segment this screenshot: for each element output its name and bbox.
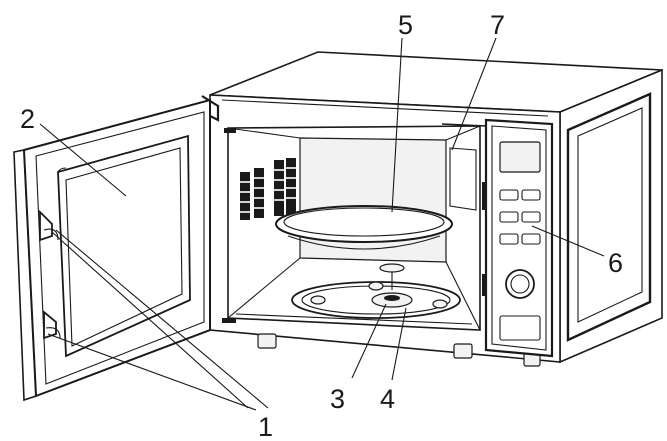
callout-3: 3 <box>330 384 345 414</box>
turntable-coupler <box>371 263 413 308</box>
cabinet-feet <box>257 333 541 367</box>
side-vent-panel <box>566 92 652 342</box>
callout-2: 2 <box>20 104 35 134</box>
callout-labels: 1 2 3 4 5 6 7 <box>20 10 623 441</box>
door <box>13 98 211 402</box>
door-latches <box>39 209 61 340</box>
callout-5: 5 <box>398 10 413 40</box>
callout-6: 6 <box>608 248 623 278</box>
callout-4: 4 <box>380 384 395 414</box>
control-panel <box>482 118 554 358</box>
leader-lines <box>39 37 605 411</box>
callout-7: 7 <box>490 10 505 40</box>
waveguide-cover <box>441 123 487 211</box>
callout-1: 1 <box>258 412 273 441</box>
cavity-vent-slots <box>240 158 296 220</box>
glass-tray <box>275 205 453 250</box>
